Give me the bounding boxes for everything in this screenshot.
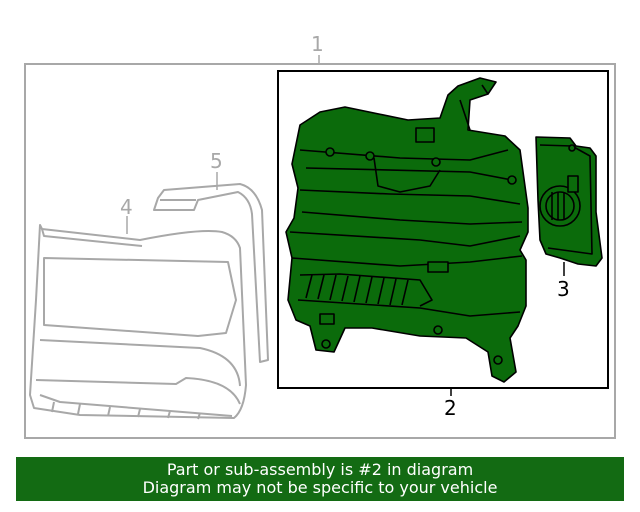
parts-diagram: 1 2 4 5 [24,32,616,439]
banner-line-1: Part or sub-assembly is #2 in diagram [166,460,474,479]
callout-5: 5 [210,149,223,173]
lens-part-4 [29,224,247,420]
subassembly-frame [277,70,609,389]
callout-4: 4 [120,195,133,219]
assembly-frame [24,63,616,439]
banner-line-2: Diagram may not be specific to your vehi… [142,478,498,497]
info-banner: Part or sub-assembly is #2 in diagram Di… [16,457,624,501]
callout-1: 1 [311,32,324,56]
seal-part-5 [153,183,269,363]
cover-part-3 [535,136,603,267]
callout-2: 2 [444,396,457,420]
callout-3: 3 [557,277,570,301]
headlamp-housing-part-2 [285,77,529,383]
